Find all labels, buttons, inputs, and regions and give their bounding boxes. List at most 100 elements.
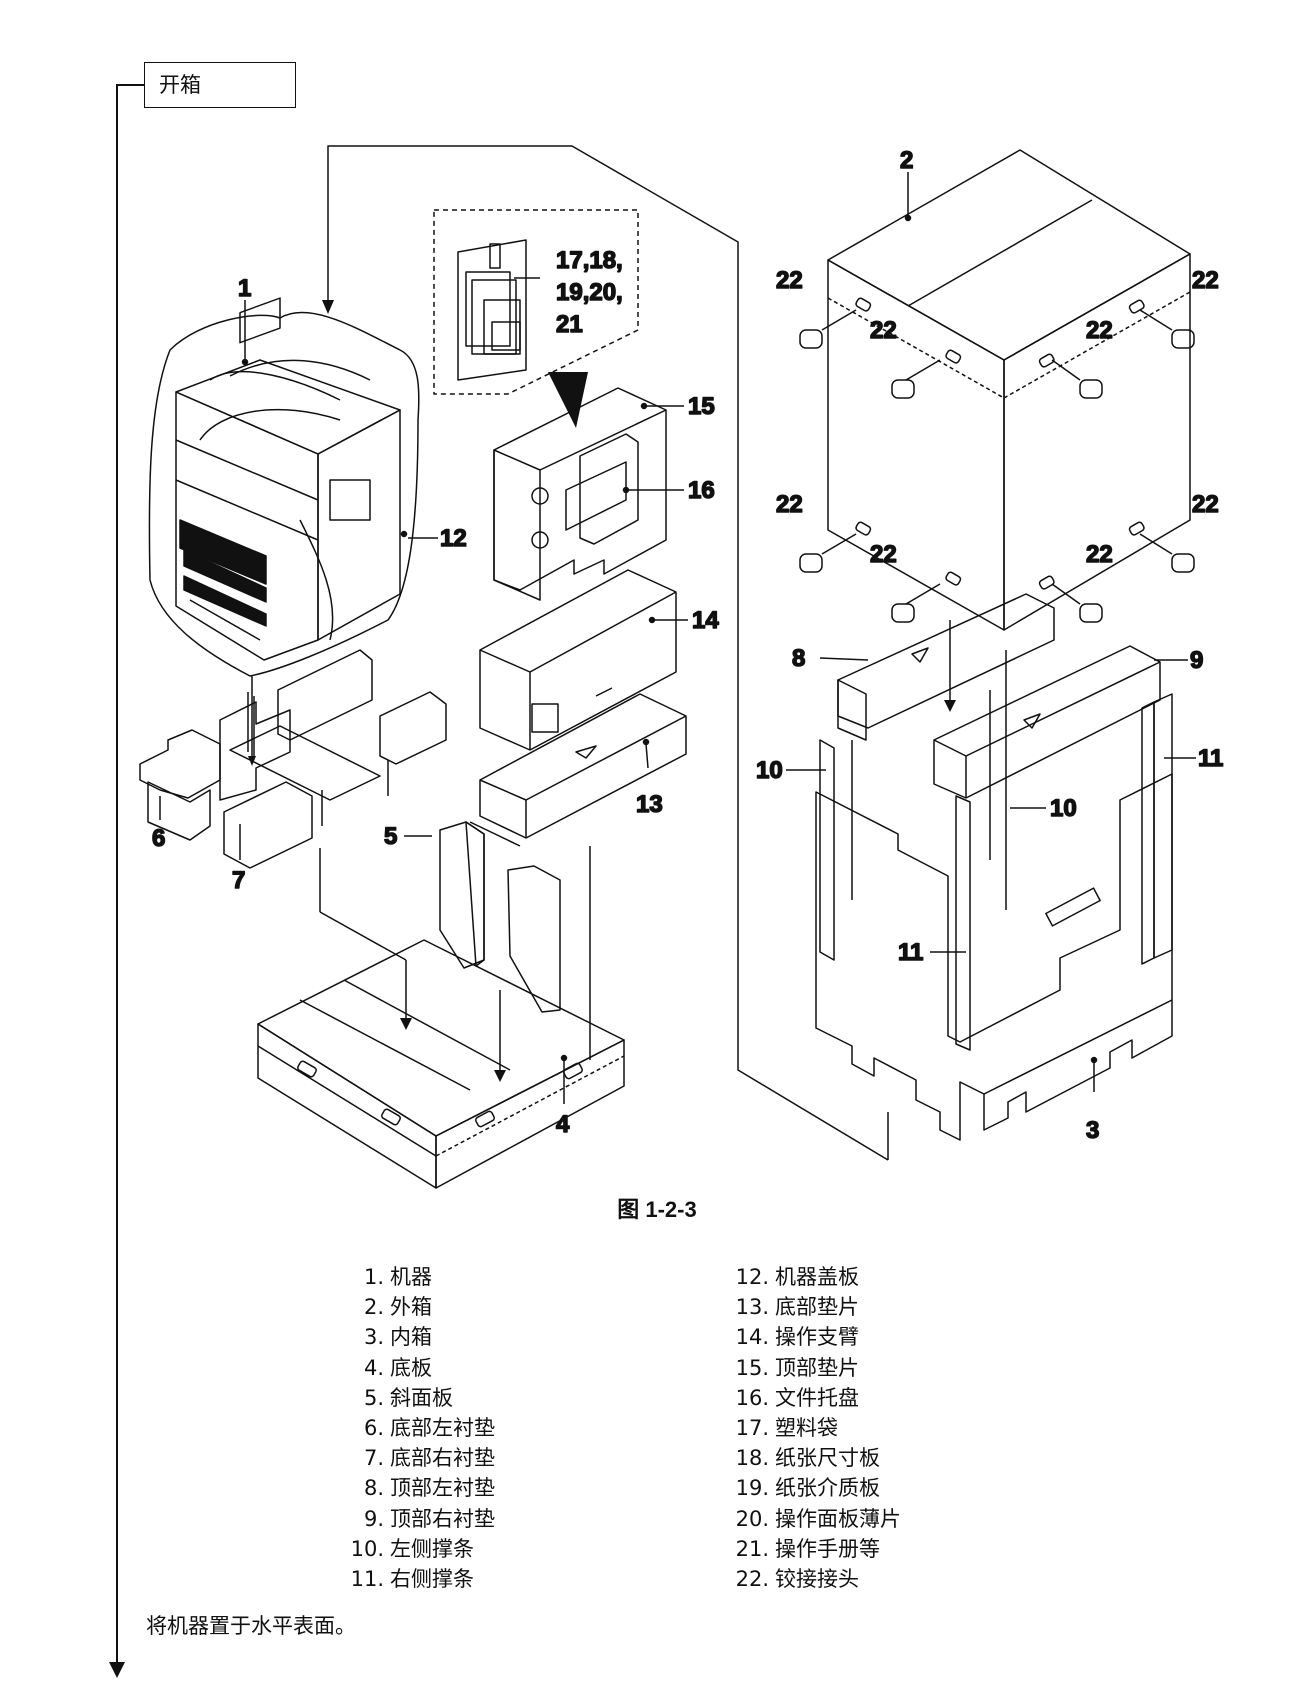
ramp-plates	[319, 821, 591, 1082]
legend-item-number: 22.	[735, 1567, 769, 1592]
outer-carton	[827, 149, 1191, 631]
hinge-joints	[799, 309, 1195, 623]
legend-item: 10.左侧撑条	[340, 1534, 495, 1564]
legend-item-label: 底板	[390, 1355, 432, 1380]
legend-item: 8.顶部左衬垫	[340, 1473, 495, 1503]
callout-22: 22	[776, 267, 803, 294]
legend-item-number: 16.	[735, 1385, 769, 1410]
callout-11-left: 11	[898, 939, 923, 966]
legend-item-label: 操作手册等	[775, 1536, 880, 1561]
callout-12: 12	[440, 525, 467, 552]
legend-item: 7.底部右衬垫	[340, 1443, 495, 1473]
legend-item-label: 底部右衬垫	[390, 1446, 495, 1471]
legend-item-number: 19.	[735, 1476, 769, 1501]
callout-1: 1	[238, 275, 251, 302]
callout-14: 14	[692, 607, 719, 634]
legend-item-number: 11.	[350, 1567, 384, 1592]
legend-item: 18.纸张尺寸板	[725, 1443, 901, 1473]
legend-item: 14.操作支臂	[725, 1322, 901, 1352]
callout-17-line1: 17,18,	[556, 247, 623, 274]
figure-caption: 图 1-2-3	[617, 1197, 697, 1222]
legend-item: 19.纸张介质板	[725, 1473, 901, 1503]
legend-item-label: 外箱	[390, 1295, 432, 1320]
legend-item-label: 纸张尺寸板	[775, 1446, 880, 1471]
callout-13: 13	[636, 791, 663, 818]
legend-item: 15.顶部垫片	[725, 1353, 901, 1383]
callout-17-line2: 19,20,	[556, 279, 623, 306]
callout-22: 22	[1192, 491, 1219, 518]
callout-22: 22	[870, 317, 897, 344]
callout-10-left: 10	[756, 757, 783, 784]
legend-item-label: 顶部左衬垫	[390, 1476, 495, 1501]
legend-item-number: 8.	[363, 1476, 384, 1501]
section-title: 开箱	[144, 62, 296, 108]
legend-item-label: 内箱	[390, 1325, 432, 1350]
assembly-path-line	[327, 145, 889, 1161]
legend-item: 20.操作面板薄片	[725, 1504, 901, 1534]
flow-down-arrow-icon	[109, 1662, 125, 1678]
legend-item-label: 塑料袋	[775, 1416, 838, 1441]
legend-item-label: 斜面板	[390, 1385, 453, 1410]
legend-item-number: 9.	[363, 1506, 384, 1531]
top-pads	[837, 593, 1161, 799]
legend-item: 5.斜面板	[340, 1383, 495, 1413]
callout-22: 22	[870, 541, 897, 568]
legend-item-number: 4.	[363, 1355, 384, 1380]
legend-item-label: 机器盖板	[775, 1265, 859, 1289]
legend-item: 4.底板	[340, 1353, 495, 1383]
legend-item: 16.文件托盘	[725, 1383, 901, 1413]
callout-7: 7	[232, 867, 245, 894]
instruction-text: 将机器置于水平表面。	[146, 1614, 356, 1638]
callout-22: 22	[1192, 267, 1219, 294]
legend-item-label: 铰接接头	[775, 1567, 859, 1592]
legend-item-number: 18.	[735, 1446, 769, 1471]
legend-item-number: 15.	[735, 1355, 769, 1380]
legend-item-number: 7.	[363, 1446, 384, 1471]
legend-item: 1.机器	[340, 1262, 495, 1292]
callout-22: 22	[1086, 317, 1113, 344]
callout-17-line3: 21	[556, 311, 583, 338]
callout-8: 8	[792, 645, 805, 672]
legend-item: 3.内箱	[340, 1322, 495, 1352]
legend-item-label: 左侧撑条	[390, 1536, 474, 1561]
legend-item-number: 10.	[350, 1536, 384, 1561]
legend-item-label: 文件托盘	[775, 1385, 859, 1410]
bottom-pads	[139, 649, 447, 869]
legend-item-label: 右侧撑条	[390, 1567, 474, 1592]
legend-item-label: 顶部垫片	[775, 1355, 859, 1380]
bottom-spacer	[469, 693, 687, 847]
callout-15: 15	[688, 393, 715, 420]
legend-item-label: 顶部右衬垫	[390, 1506, 495, 1531]
callout-11-right: 11	[1198, 745, 1223, 772]
legend-item-label: 操作面板薄片	[775, 1506, 901, 1531]
machine-wrapped	[148, 297, 420, 677]
legend-item-number: 3.	[363, 1325, 384, 1350]
legend-item-label: 底部垫片	[775, 1295, 859, 1320]
legend-item: 17.塑料袋	[725, 1413, 901, 1443]
pallet-base	[257, 939, 625, 1189]
callout-4: 4	[556, 1111, 570, 1138]
down-arrow-icon	[548, 372, 588, 428]
callout-5: 5	[384, 823, 397, 850]
accessory-inset	[433, 209, 639, 428]
legend-item: 11.右侧撑条	[340, 1564, 495, 1594]
callout-2: 2	[900, 147, 913, 174]
legend-item: 2.外箱	[340, 1292, 495, 1322]
flow-line	[116, 84, 118, 1664]
callout-22: 22	[1086, 541, 1113, 568]
operation-arm-box	[479, 569, 677, 751]
callout-16: 16	[688, 477, 715, 504]
legend-item-number: 6.	[363, 1416, 384, 1441]
callout-3: 3	[1086, 1117, 1099, 1144]
legend-item: 13.底部垫片	[725, 1292, 901, 1322]
legend-item-number: 20.	[735, 1506, 769, 1531]
legend-item-label: 底部左衬垫	[390, 1416, 495, 1441]
legend-item-number: 2.	[363, 1295, 384, 1320]
legend-item: 12.机器盖板	[725, 1262, 901, 1292]
legend-item-number: 1.	[363, 1265, 384, 1289]
legend-item-number: 5.	[363, 1385, 384, 1410]
legend-item-label: 纸张介质板	[775, 1476, 880, 1501]
